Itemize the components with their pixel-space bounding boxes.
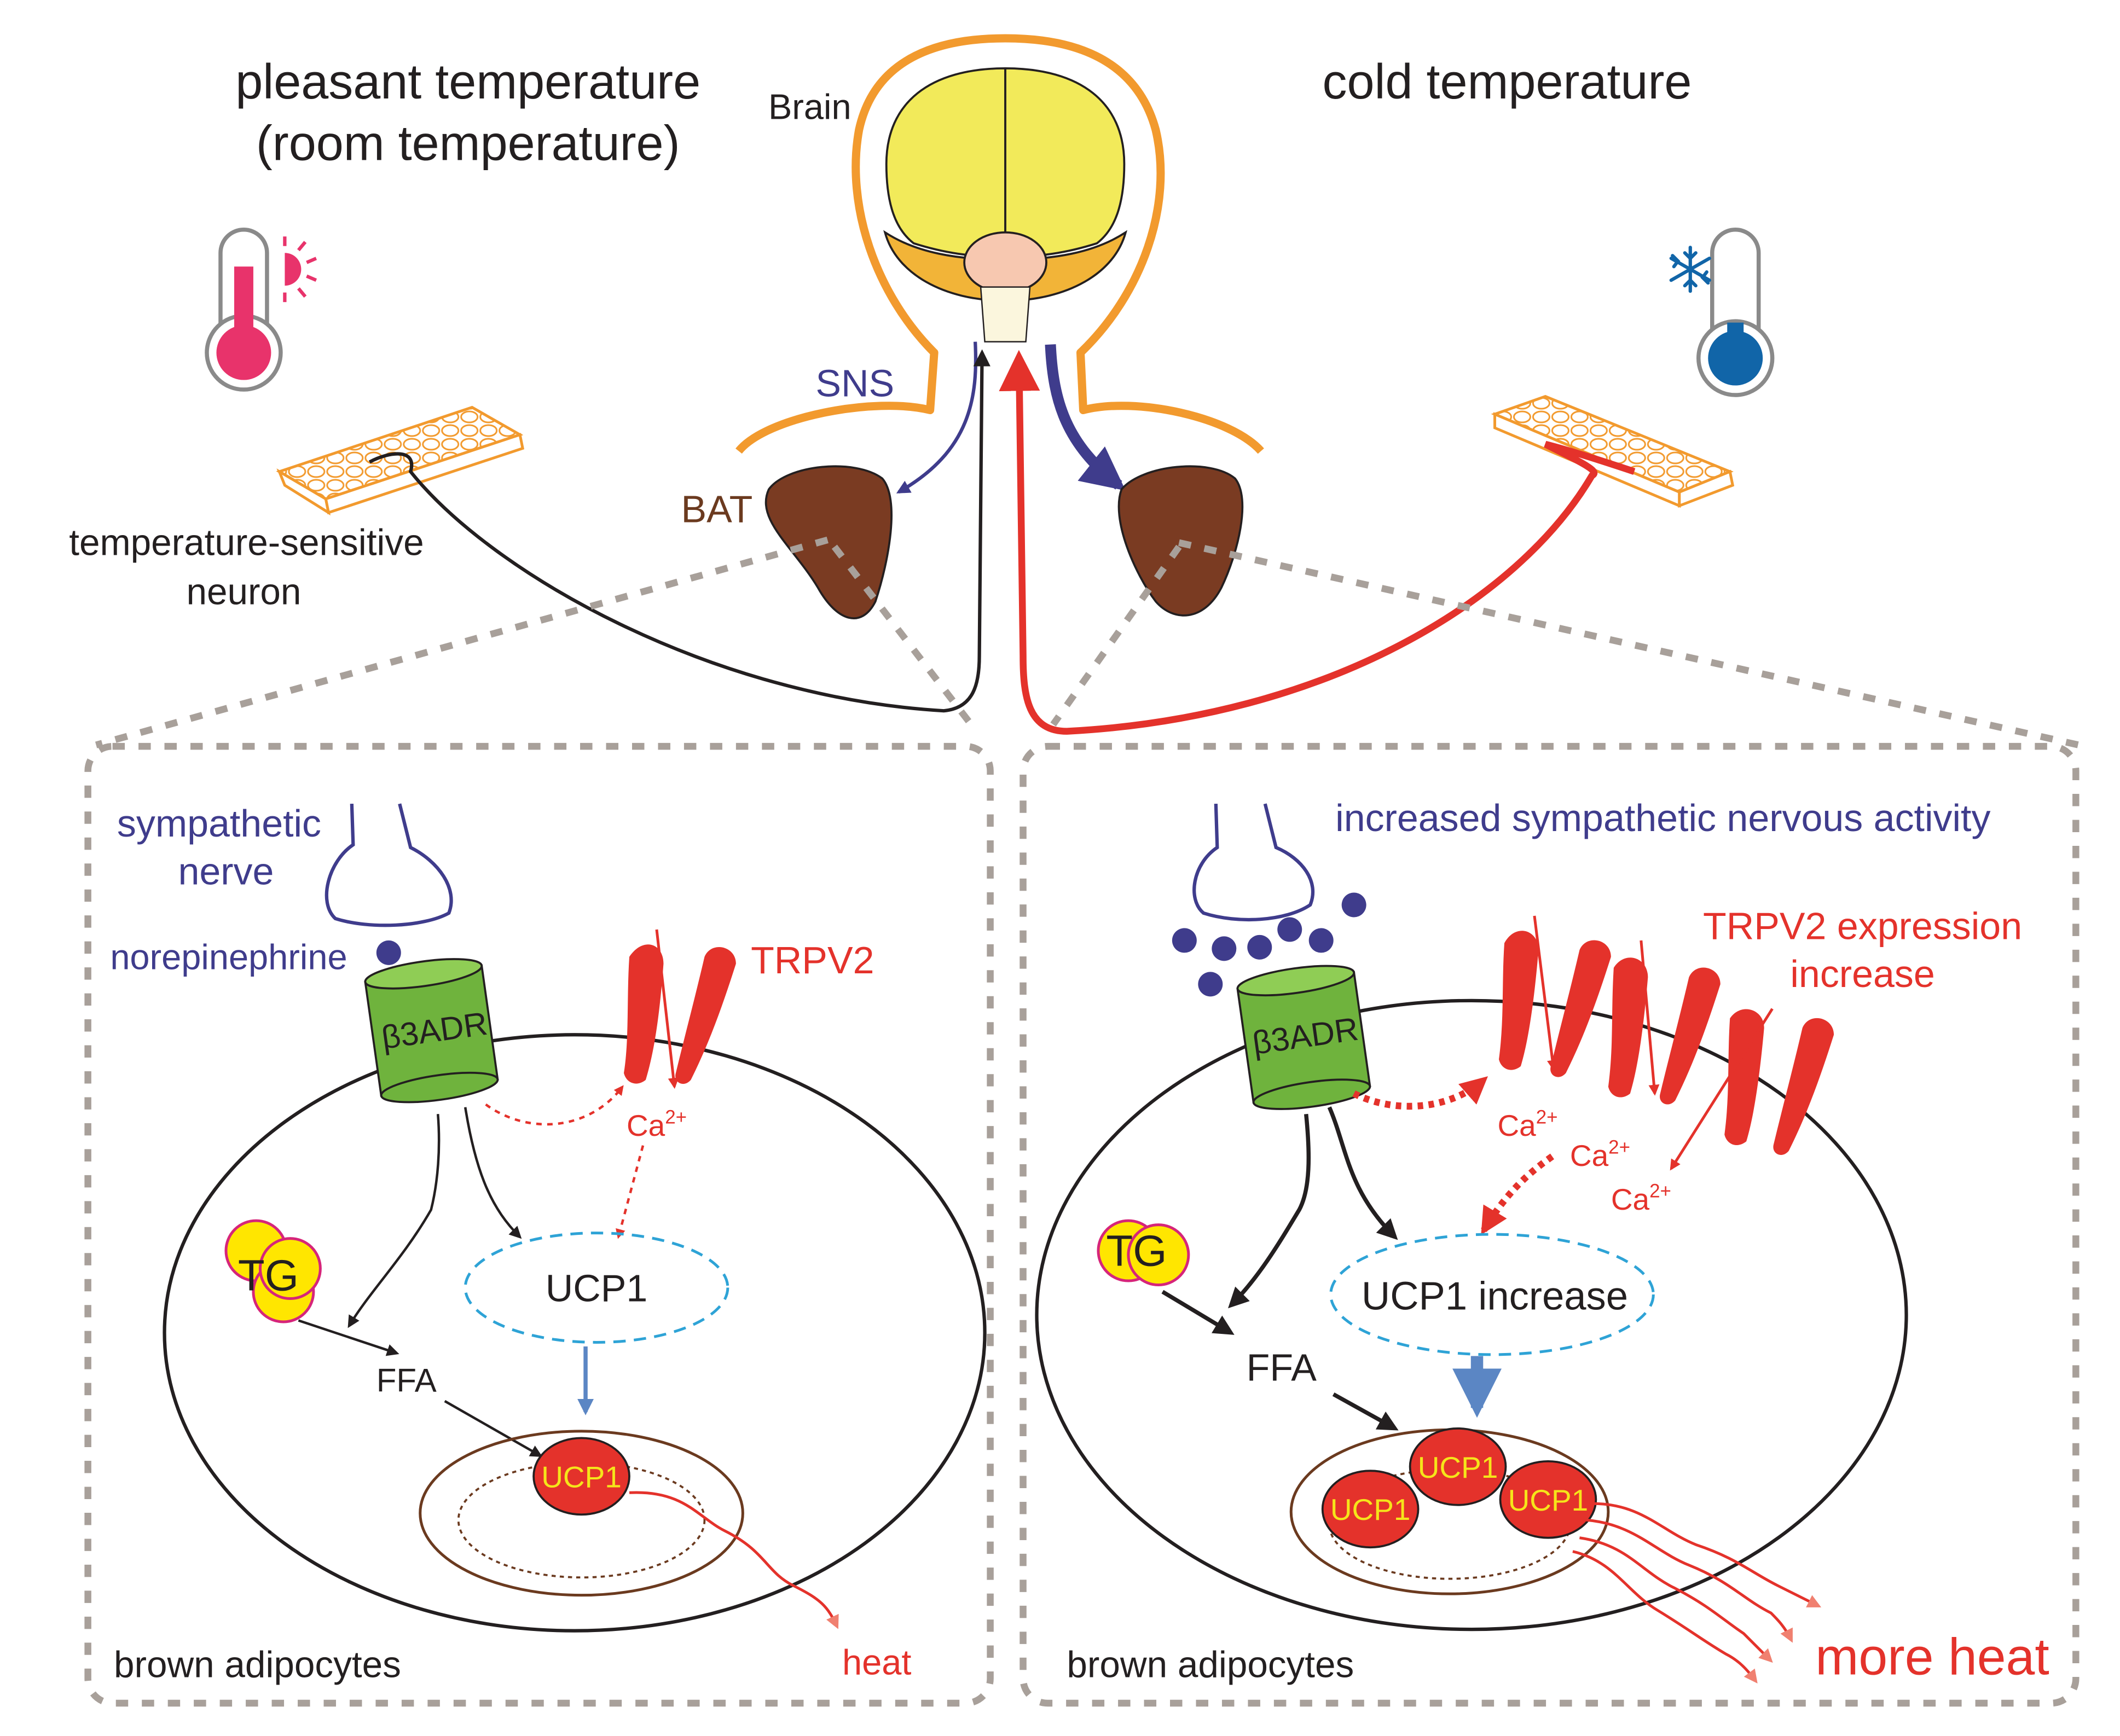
right-tg-label: TG	[1106, 1227, 1167, 1275]
left-cell-label: brown adipocytes	[114, 1645, 401, 1686]
right-mito-ucp1-label-2: UCP1	[1418, 1450, 1498, 1484]
left-mito-ucp1	[532, 1437, 630, 1516]
right-trpv2-channels	[1498, 931, 1834, 1155]
neuron-path-right	[999, 350, 1636, 735]
right-cell-label: brown adipocytes	[1067, 1645, 1354, 1686]
bat-label: BAT	[681, 487, 752, 530]
left-ffa-to-mito-arrow	[444, 1400, 543, 1458]
left-ca-label: Ca2+	[627, 1107, 687, 1142]
left-ne-molecule	[376, 940, 401, 965]
brain-icon	[883, 67, 1127, 342]
left-tg-droplet	[224, 1219, 322, 1323]
right-heading: cold temperature	[1323, 55, 1692, 109]
left-trpv2-channel	[624, 944, 736, 1084]
right-trpv2-label-line-2: increase	[1790, 953, 1934, 995]
right-nerve-label: increased sympathetic nervous activity	[1335, 797, 1990, 839]
left-ca-to-ucp1-arrow	[616, 1145, 645, 1239]
sns-label: SNS	[815, 362, 894, 405]
right-panel-frame	[1020, 742, 2080, 1707]
left-mito-ucp1-label: UCP1	[541, 1460, 622, 1494]
neuron-path-left	[368, 349, 991, 713]
left-heat-wave	[629, 1491, 839, 1629]
right-ca-to-ucp1-arrow	[1481, 1153, 1555, 1235]
head-outline	[735, 34, 1264, 454]
right-ucp1-label: UCP1 increase	[1362, 1274, 1628, 1318]
right-tg-droplet	[1097, 1219, 1190, 1287]
right-cell-membrane	[1035, 998, 1908, 1632]
right-ne-molecules	[1172, 892, 1366, 997]
left-heading-line-1: pleasant temperature	[235, 55, 700, 109]
right-mito-ucp1-label-1: UCP1	[1330, 1493, 1411, 1526]
left-panel-frame	[84, 742, 994, 1707]
right-mito-ucp1-2	[1409, 1427, 1507, 1506]
sun-icon	[283, 236, 317, 303]
warm-thermometer-icon	[205, 227, 283, 392]
right-ffa-to-mito-arrow	[1332, 1392, 1399, 1431]
left-tg-label: TG	[238, 1251, 299, 1300]
neuron-label-line-2: neuron	[186, 571, 301, 612]
left-norepinephrine-label: norepinephrine	[110, 937, 347, 977]
left-ffa-label: FFA	[376, 1362, 437, 1398]
right-ca-label-2: Ca2+	[1570, 1137, 1630, 1172]
left-receptor-to-ffa-arrow	[347, 1114, 441, 1328]
cold-thermometer-icon	[1696, 227, 1775, 397]
skin-patch-left	[276, 405, 525, 516]
sns-arrow-right	[1045, 344, 1126, 491]
right-nerve-terminal	[1192, 803, 1314, 922]
left-nerve-label-line-2: nerve	[178, 850, 274, 892]
left-heading-line-2: (room temperature)	[256, 116, 680, 171]
right-receptor-to-ffa-arrow	[1228, 1113, 1311, 1309]
right-receptor-to-trpv2-arrow	[1352, 1076, 1488, 1110]
left-mitochondrion	[419, 1430, 744, 1597]
right-ca-label-1: Ca2+	[1497, 1107, 1557, 1142]
right-trpv2-label-line-1: TRPV2 expression	[1703, 904, 2022, 947]
neuron-label-line-1: temperature-sensitive	[69, 522, 424, 563]
left-ucp1-region	[464, 1232, 729, 1344]
left-receptor-to-ucp1-arrow	[464, 1107, 522, 1239]
left-trpv2-label: TRPV2	[751, 939, 874, 982]
right-b3adr-receptor	[1236, 965, 1371, 1110]
left-heat-label: heat	[842, 1642, 911, 1682]
left-receptor-to-trpv2-arrow	[485, 1085, 624, 1126]
right-mito-ucp1-3	[1499, 1460, 1597, 1539]
left-ca-influx-arrow	[655, 929, 679, 1089]
left-mito-inner	[457, 1461, 706, 1579]
right-heat-waves	[1572, 1502, 1822, 1684]
right-ca-influx-arrows	[1533, 915, 1774, 1171]
skin-patch-right	[1491, 394, 1735, 508]
zoom-lines	[95, 536, 2080, 748]
left-b3adr-receptor	[364, 958, 499, 1104]
left-nerve-terminal	[325, 803, 453, 927]
left-ucp1-label: UCP1	[546, 1267, 648, 1310]
right-tg-to-ffa-arrow	[1161, 1290, 1235, 1335]
right-mito-ucp1-1	[1321, 1470, 1420, 1549]
right-mito-ucp1-label-3: UCP1	[1508, 1483, 1589, 1517]
right-heat-label: more heat	[1815, 1628, 2049, 1686]
right-ffa-label: FFA	[1247, 1346, 1317, 1389]
left-cell-membrane	[163, 1033, 987, 1633]
right-ca-label-3: Ca2+	[1611, 1181, 1671, 1216]
left-nerve-label-line-1: sympathetic	[117, 802, 321, 845]
right-receptor-to-ucp1-arrow	[1327, 1106, 1398, 1240]
left-tg-to-ffa-arrow	[298, 1319, 399, 1356]
snowflake-icon	[1669, 246, 1711, 293]
brain-label: Brain	[768, 86, 852, 126]
